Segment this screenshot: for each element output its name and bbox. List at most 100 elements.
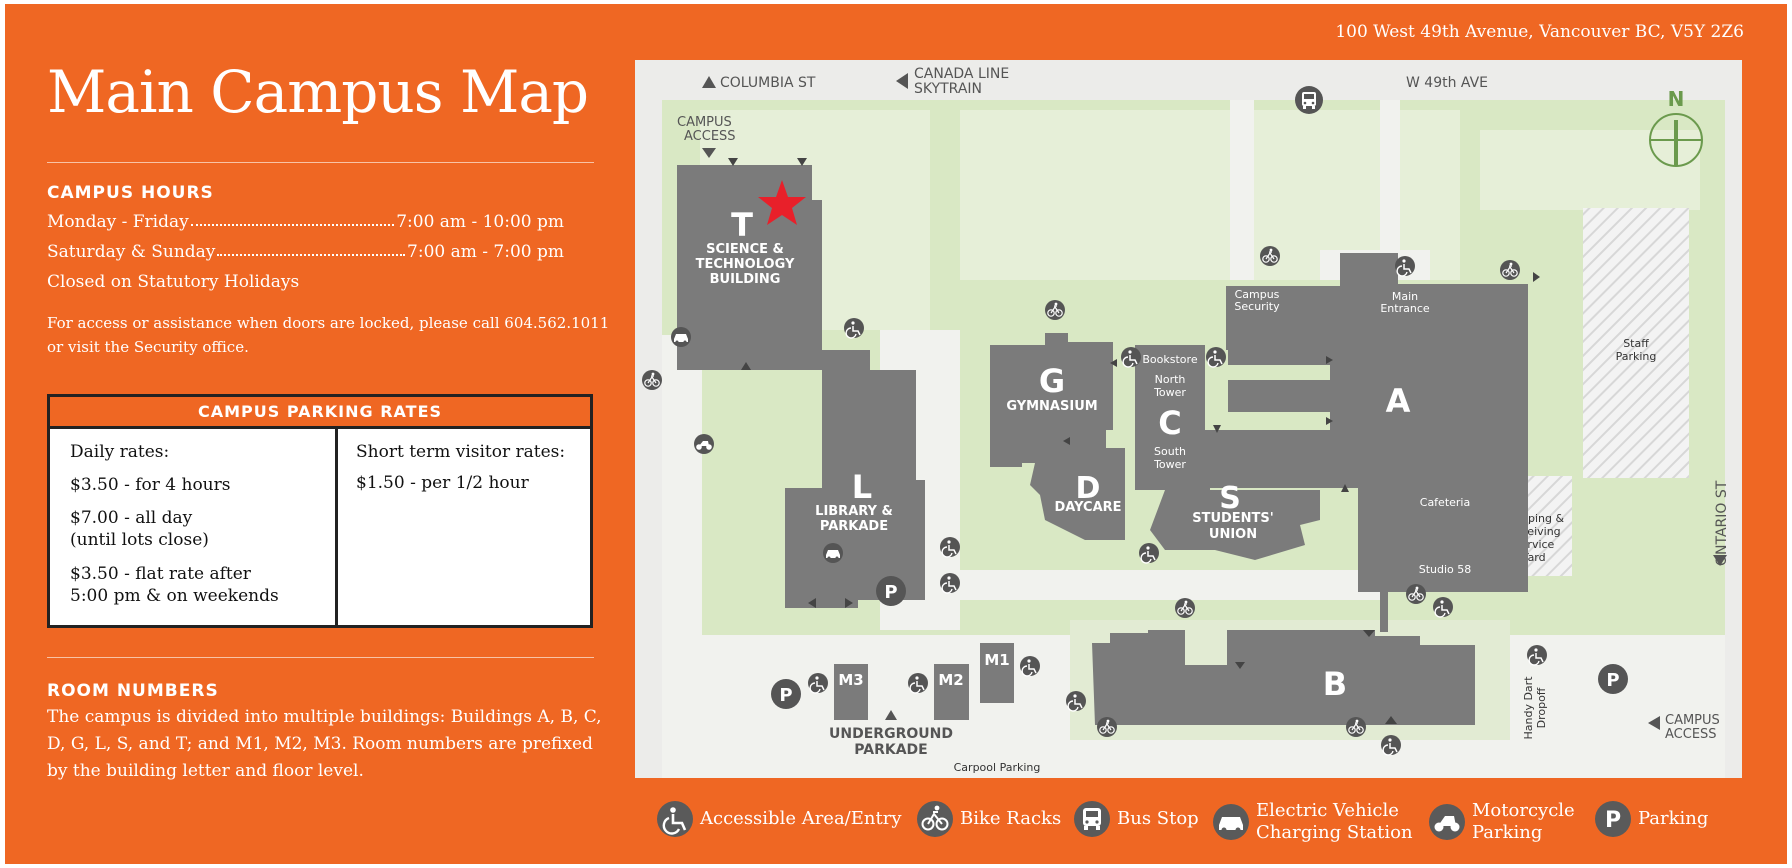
- parking-icon: P: [1595, 801, 1631, 837]
- building-t-name: TECHNOLOGY: [696, 257, 795, 272]
- legend-bike-label: Bike Racks: [960, 808, 1062, 829]
- accessible-icon: [907, 672, 929, 694]
- motorcycle-icon: [1429, 804, 1465, 840]
- campus-access-label: CAMPUS: [677, 115, 732, 130]
- ontario-st-label: ONTARIO ST: [1714, 480, 1730, 566]
- building-t-name: BUILDING: [710, 272, 781, 287]
- building-t-name: SCIENCE &: [706, 242, 784, 257]
- north-tower-label: Tower: [1153, 386, 1186, 399]
- campus-access-label-east: ACCESS: [1665, 727, 1717, 742]
- building-t-letter: T: [731, 206, 753, 244]
- building-s-name: UNION: [1209, 527, 1257, 542]
- short-term-rate: $1.50 - per 1/2 hour: [356, 473, 529, 493]
- entrance-markers: [728, 158, 1540, 724]
- building-m2-label: M2: [938, 671, 963, 689]
- hours-value: 7:00 am - 10:00 pm: [396, 212, 564, 232]
- building-d-letter: D: [1076, 471, 1101, 506]
- bike-rack-icon: [1405, 583, 1427, 605]
- building-m3: [834, 664, 868, 720]
- underground-parkade-label: PARKADE: [854, 742, 927, 758]
- daily-rate-1: $3.50 - for 4 hours: [70, 475, 231, 495]
- parking-marker: P: [876, 576, 906, 606]
- campus-security-label: Campus: [1235, 288, 1280, 301]
- accessible-icon: [1526, 644, 1548, 666]
- accessible-icon: [1120, 346, 1142, 368]
- bus-stop-icon: [1295, 86, 1323, 114]
- svg-text:P: P: [884, 582, 897, 603]
- divider: [47, 657, 594, 658]
- campus-access-label-east: CAMPUS: [1665, 713, 1720, 728]
- parking-rates-heading: CAMPUS PARKING RATES: [50, 397, 590, 429]
- accessible-icon: [1380, 734, 1402, 756]
- building-m3-label: M3: [838, 671, 863, 689]
- north-compass: N: [1649, 87, 1703, 167]
- building-b: [1092, 630, 1475, 725]
- building-g: [990, 333, 1113, 467]
- daily-rate-2: $7.00 - all day: [70, 508, 193, 528]
- bike-rack-icon: [1096, 716, 1118, 738]
- hours-label: Saturday & Sunday: [47, 242, 216, 262]
- handy-dart-label: Dropoff: [1535, 687, 1548, 728]
- accessible-icon: [1065, 690, 1087, 712]
- north-label: N: [1668, 87, 1685, 111]
- page-title: Main Campus Map: [47, 58, 589, 126]
- bike-icon: [917, 801, 953, 837]
- bike-rack-icon: [1345, 716, 1367, 738]
- building-s-letter: S: [1219, 481, 1241, 516]
- hours-label: Monday - Friday: [47, 212, 189, 232]
- parking-marker: P: [771, 679, 801, 709]
- building-l-name: LIBRARY &: [815, 504, 893, 519]
- svg-text:P: P: [1605, 808, 1621, 833]
- w49-ave-label: W 49th AVE: [1406, 75, 1488, 91]
- north-tower-label: North: [1155, 373, 1186, 386]
- accessible-icon: [1205, 346, 1227, 368]
- daily-rate-2-note: (until lots close): [70, 530, 209, 550]
- legend-bus: Bus Stop: [1073, 800, 1199, 838]
- campus-map: Staff Parking Shipping & Receiving Servi…: [635, 60, 1742, 778]
- closed-holidays: Closed on Statutory Holidays: [47, 272, 300, 292]
- building-s-name: STUDENTS': [1192, 511, 1274, 526]
- building-g-name: GYMNASIUM: [1006, 399, 1097, 414]
- accessible-icon: [939, 536, 961, 558]
- accessible-icon: [939, 572, 961, 594]
- hours-row-weekends: Saturday & Sunday 7:00 am - 7:00 pm: [47, 242, 592, 262]
- road-east: [1725, 100, 1742, 778]
- rooms-description: The campus is divided into multiple buil…: [47, 707, 602, 781]
- campus-security-label: Security: [1234, 300, 1280, 313]
- main-entrance-label: Main: [1392, 290, 1418, 303]
- daily-rate-3-note: 5:00 pm & on weekends: [70, 586, 279, 606]
- studio-58-label: Studio 58: [1419, 563, 1472, 576]
- bike-rack-icon: [1259, 245, 1281, 267]
- columbia-st-label: COLUMBIA ST: [720, 75, 816, 91]
- short-term-heading: Short term visitor rates:: [356, 442, 566, 462]
- building-m1: [980, 643, 1014, 703]
- underground-parkade-label: UNDERGROUND: [829, 726, 953, 742]
- parking-marker: P: [1598, 664, 1628, 694]
- road-west: [635, 100, 662, 778]
- campus-address: 100 West 49th Avenue, Vancouver BC, V5Y …: [1335, 22, 1744, 42]
- accessible-icon: [843, 317, 865, 339]
- access-note-1: For access or assistance when doors are …: [47, 314, 610, 332]
- legend-accessible: Accessible Area/Entry: [656, 800, 902, 838]
- svg-text:P: P: [1606, 670, 1619, 691]
- dot-leader: [217, 242, 406, 256]
- bookstore-label: Bookstore: [1142, 353, 1197, 366]
- bike-rack-icon: [1499, 259, 1521, 281]
- staff-parking-area: [1583, 208, 1689, 478]
- hours-value: 7:00 am - 7:00 pm: [407, 242, 564, 262]
- ev-charging-icon: [671, 327, 691, 347]
- building-d-name: DAYCARE: [1054, 500, 1121, 515]
- hours-row-weekdays: Monday - Friday 7:00 am - 10:00 pm: [47, 212, 592, 232]
- accessible-icon: [807, 672, 829, 694]
- bike-rack-icon: [1044, 299, 1066, 321]
- building-s: [1150, 490, 1320, 560]
- canada-line-label: SKYTRAIN: [914, 81, 982, 97]
- dot-leader: [190, 212, 395, 226]
- motorcycle-parking-icon: [694, 434, 714, 454]
- road-49th: [635, 60, 1742, 100]
- legend-parking-label: Parking: [1638, 808, 1709, 829]
- accessible-icon: [657, 801, 693, 837]
